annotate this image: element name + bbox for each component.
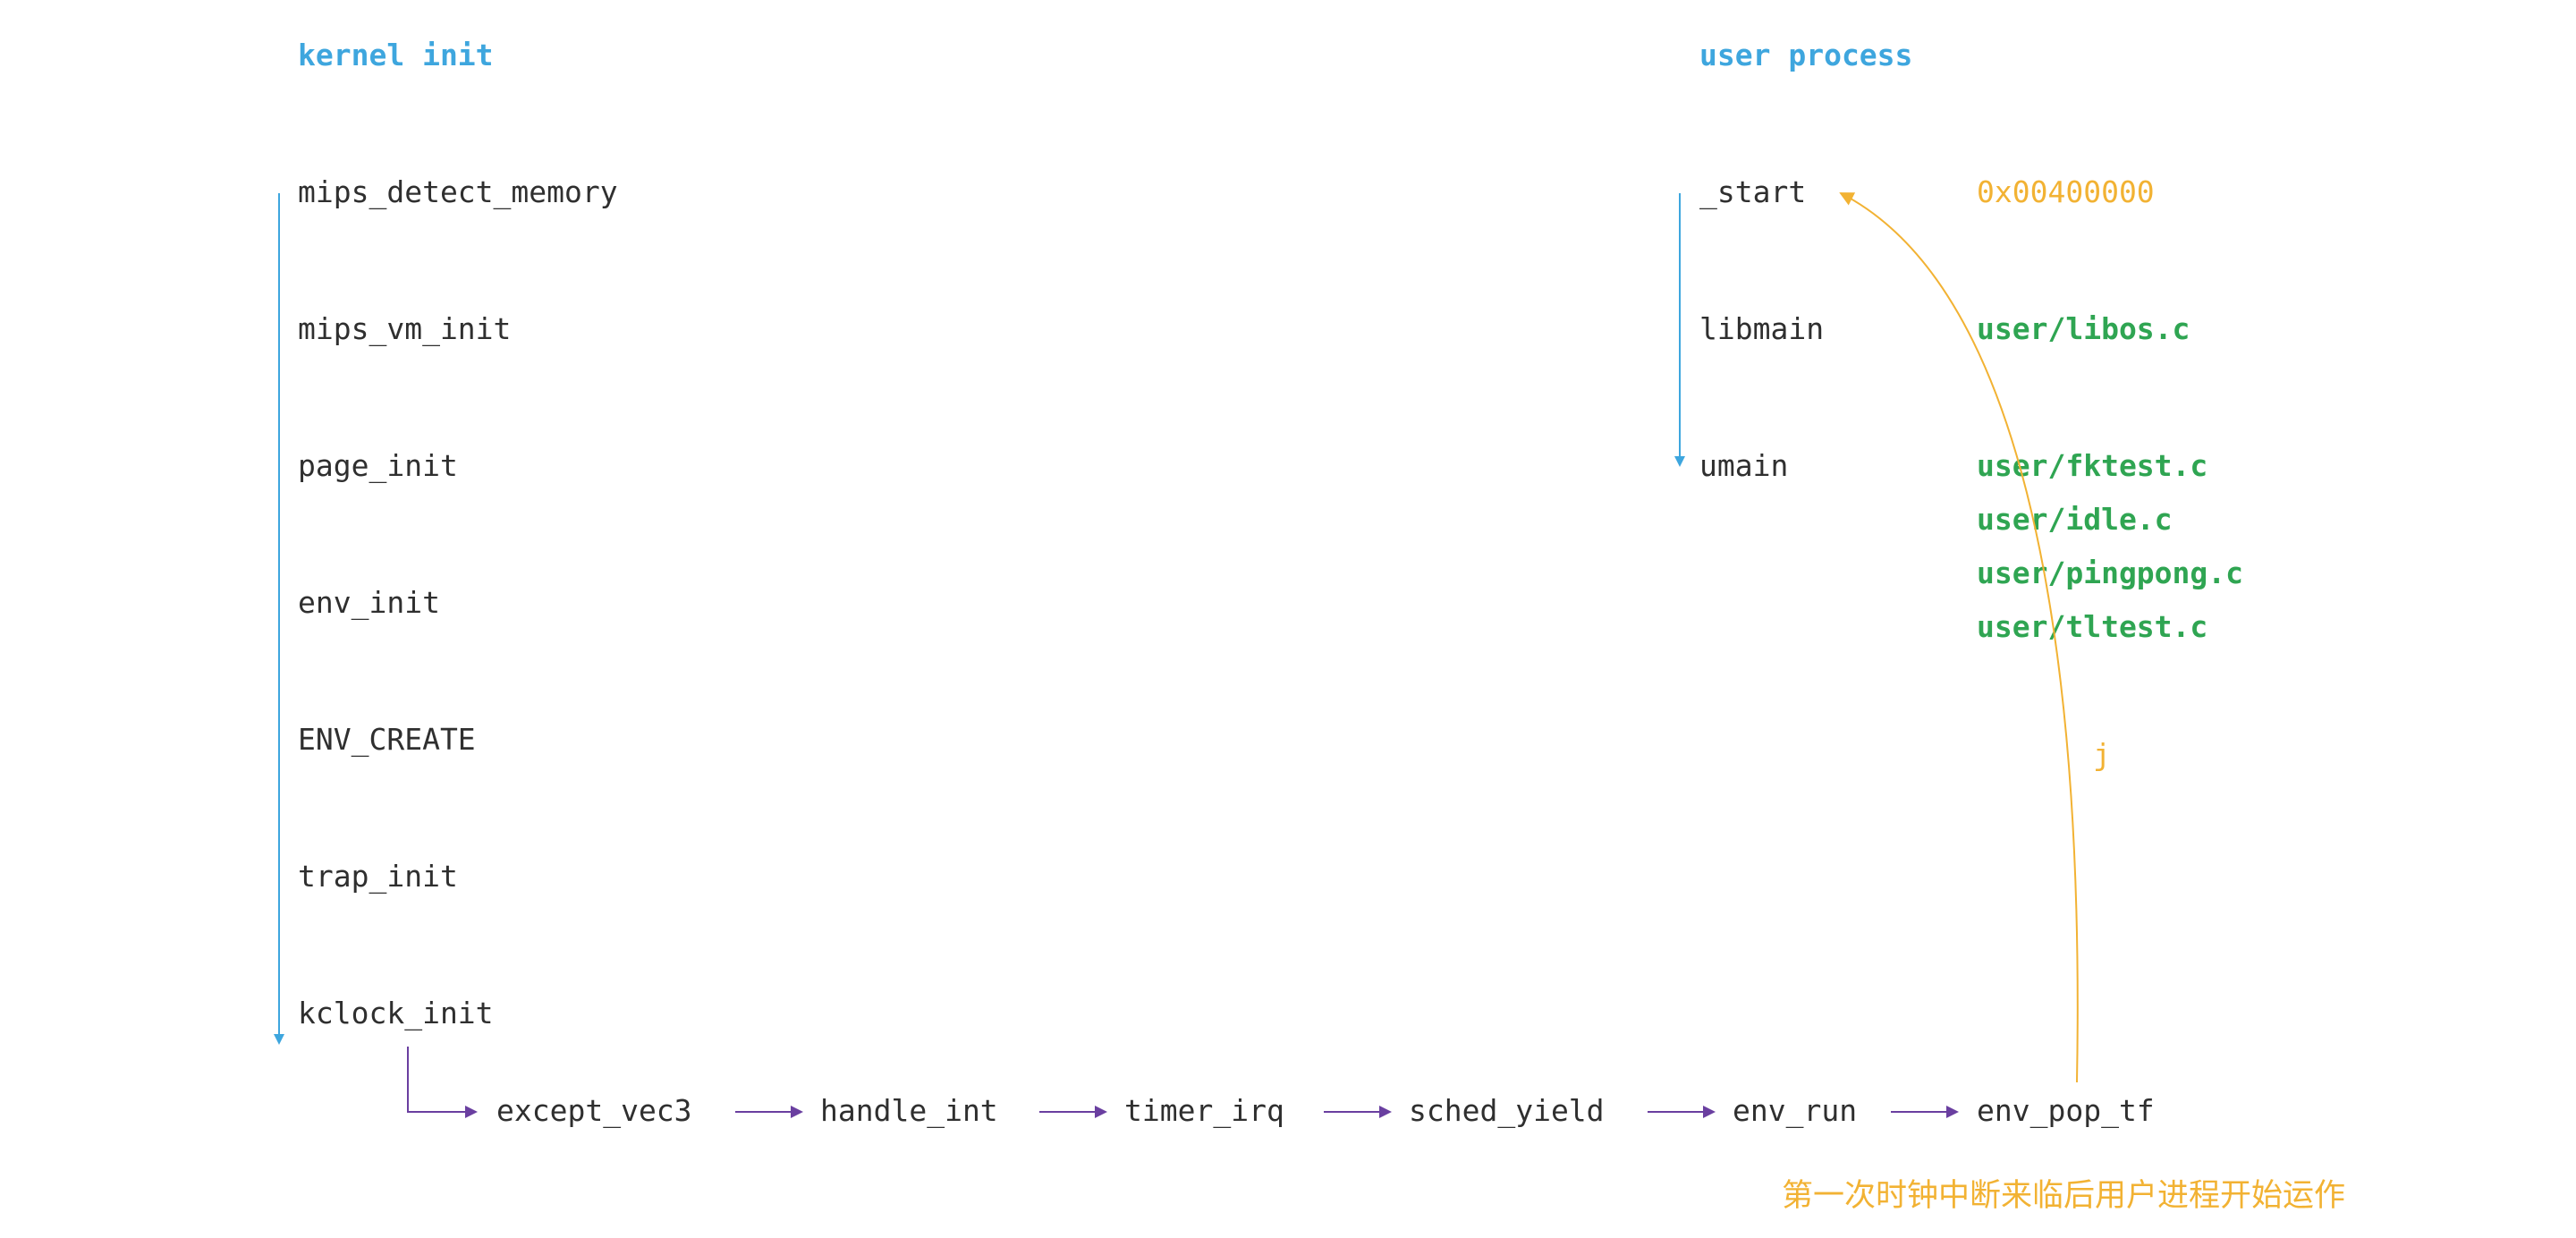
interrupt-step-env-pop-tf: env_pop_tf (1977, 1093, 2155, 1129)
umain-file-fktest: user/fktest.c (1977, 448, 2207, 483)
kclock-to-interrupt-connector (407, 1047, 478, 1118)
kernel-step-env-create: ENV_CREATE (298, 722, 476, 758)
interrupt-step-except-vec3: except_vec3 (496, 1093, 692, 1129)
user-process-title: user process (1699, 38, 1912, 72)
jump-to-start-arrow (1839, 192, 2079, 1083)
libmain-file-label: user/libos.c (1977, 311, 2190, 346)
user-step-libmain: libmain (1699, 311, 1824, 346)
kernel-step-kclock-init: kclock_init (298, 996, 494, 1031)
kernel-step-page-init: page_init (298, 448, 458, 484)
interrupt-step-timer-irq: timer_irq (1124, 1093, 1284, 1129)
interrupt-step-env-run: env_run (1733, 1093, 1857, 1129)
kernel-step-env-init: env_init (298, 585, 440, 621)
jump-label: j (2093, 737, 2111, 772)
start-address-label: 0x00400000 (1977, 174, 2155, 209)
umain-file-pingpong: user/pingpong.c (1977, 555, 2243, 590)
first-clock-interrupt-note: 第一次时钟中断来临后用户进程开始运作 (1782, 1178, 2345, 1214)
user-step-start: _start (1699, 174, 1806, 210)
interrupt-step-sched-yield: sched_yield (1409, 1093, 1605, 1129)
kernel-init-title: kernel init (298, 38, 494, 72)
user-step-umain: umain (1699, 448, 1788, 483)
interrupt-step-handle-int: handle_int (820, 1093, 998, 1129)
kernel-step-mips-detect-memory: mips_detect_memory (298, 174, 618, 210)
kernel-step-trap-init: trap_init (298, 859, 458, 895)
kernel-step-mips-vm-init: mips_vm_init (298, 311, 511, 347)
umain-file-idle: user/idle.c (1977, 502, 2173, 537)
umain-file-tltest: user/tltest.c (1977, 609, 2207, 644)
